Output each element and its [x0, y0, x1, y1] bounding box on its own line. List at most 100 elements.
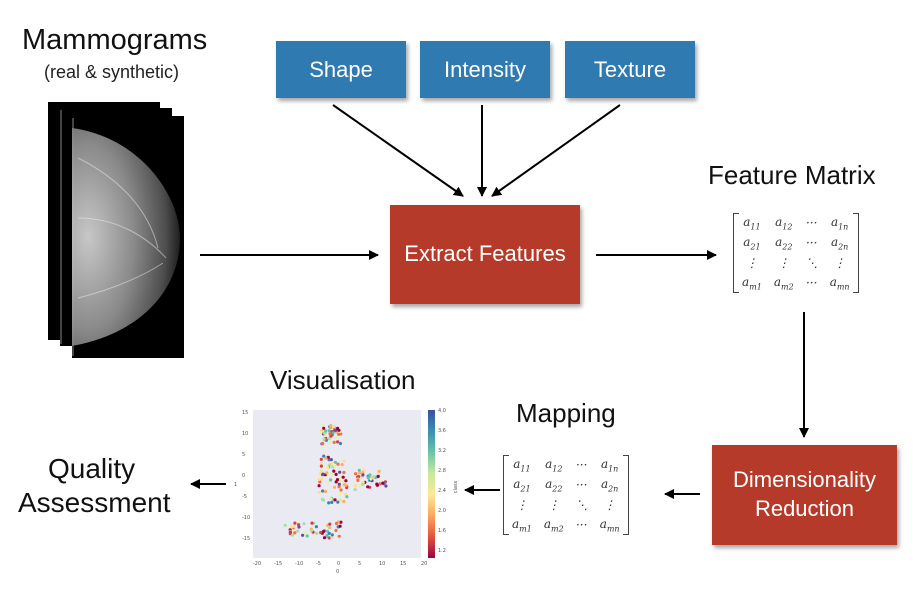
- plot-x-tick: 20: [421, 561, 428, 567]
- scatter-point: [321, 441, 325, 446]
- scatter-point: [344, 479, 348, 483]
- visualisation-title: Visualisation: [270, 365, 416, 395]
- scatter-point: [330, 533, 334, 537]
- scatter-point: [330, 500, 334, 504]
- scatter-point: [329, 478, 333, 482]
- scatter-point: [320, 477, 324, 481]
- scatter-plot: [253, 410, 421, 558]
- scatter-point: [322, 536, 327, 540]
- scatter-point: [329, 458, 333, 462]
- scatter-point: [338, 524, 342, 528]
- plot-y-tick: -10: [242, 515, 251, 521]
- scatter-point: [345, 486, 349, 490]
- scatter-point: [327, 501, 331, 505]
- scatter-point: [336, 462, 340, 466]
- scatter-point: [342, 470, 346, 475]
- shape-box: Shape: [276, 41, 406, 98]
- scatter-point: [329, 497, 333, 501]
- scatter-point: [325, 534, 329, 539]
- plot-x-tick: -5: [316, 561, 321, 567]
- scatter-point: [334, 472, 338, 476]
- scatter-point: [321, 472, 325, 476]
- mammograms-title: Mammograms: [22, 24, 208, 56]
- scatter-point: [328, 440, 332, 444]
- plot-x-tick: 0: [337, 561, 341, 567]
- scatter-point: [326, 466, 330, 470]
- plot-y-tick: 15: [242, 410, 249, 416]
- scatter-point: [369, 477, 373, 481]
- arrow-shape-to-extract: [332, 104, 464, 197]
- scatter-point: [318, 480, 322, 484]
- scatter-point: [323, 489, 328, 494]
- scatter-point: [331, 425, 336, 429]
- scatter-point: [344, 483, 348, 487]
- texture-box: Texture: [565, 41, 695, 98]
- scatter-point: [336, 440, 340, 444]
- intensity-label: Intensity: [444, 56, 526, 82]
- scatter-point: [322, 437, 326, 441]
- scatter-point: [321, 498, 326, 502]
- mammograms-subtitle: (real & synthetic): [44, 62, 180, 82]
- scatter-point: [340, 463, 344, 467]
- scatter-point: [326, 455, 330, 459]
- scatter-point: [297, 523, 301, 527]
- colorbar-tick: 2.8: [438, 468, 446, 474]
- scatter-point: [296, 529, 300, 533]
- plot-y-tick: -5: [242, 494, 247, 500]
- scatter-point: [325, 471, 329, 475]
- dimred-line1: Dimensionality: [732, 467, 877, 493]
- scatter-point: [381, 481, 385, 485]
- extract-features-label: Extract Features: [404, 241, 566, 267]
- mapping-title: Mapping: [516, 398, 616, 428]
- scatter-point: [303, 530, 307, 535]
- scatter-point: [315, 531, 319, 535]
- scatter-point: [283, 523, 287, 527]
- scatter-points: [283, 423, 388, 540]
- mammogram-image-stack: [48, 102, 184, 358]
- scatter-point: [334, 528, 338, 533]
- scatter-point: [309, 529, 313, 533]
- scatter-point: [301, 533, 305, 537]
- scatter-point: [337, 485, 341, 489]
- scatter-point: [319, 462, 323, 466]
- scatter-point: [327, 524, 331, 529]
- scatter-point: [293, 531, 297, 535]
- scatter-point: [319, 530, 323, 535]
- scatter-point: [342, 499, 346, 504]
- colorbar-tick: 2.0: [438, 508, 446, 514]
- scatter-point: [376, 474, 380, 478]
- scatter-point: [338, 492, 342, 496]
- scatter-point: [332, 469, 336, 473]
- scatter-point: [336, 426, 340, 430]
- scatter-point: [292, 524, 296, 528]
- scatter-point: [317, 484, 321, 488]
- scatter-point: [337, 432, 341, 436]
- plot-x-tick: -15: [274, 561, 283, 567]
- scatter-point: [333, 498, 337, 502]
- dimensionality-reduction-box: Dimensionality Reduction: [712, 445, 897, 545]
- plot-y-tick: -15: [242, 536, 251, 542]
- scatter-point: [314, 525, 318, 529]
- scatter-point: [361, 470, 365, 474]
- scatter-point: [324, 456, 328, 460]
- scatter-point: [378, 482, 382, 486]
- texture-label: Texture: [593, 56, 667, 82]
- scatter-point: [366, 485, 370, 489]
- scatter-point: [332, 440, 336, 444]
- scatter-point: [333, 464, 337, 468]
- scatter-point: [372, 475, 376, 479]
- scatter-point: [357, 468, 361, 472]
- plot-y-tick: 0: [242, 473, 246, 479]
- colorbar-tick: 2.4: [438, 488, 446, 494]
- scatter-point: [321, 529, 326, 534]
- scatter-point: [337, 482, 341, 486]
- scatter-point: [334, 436, 338, 440]
- scatter-point: [317, 477, 321, 481]
- scatter-point: [338, 441, 342, 446]
- scatter-point: [324, 429, 328, 433]
- extract-features-box: Extract Features: [390, 205, 580, 304]
- scatter-point: [356, 478, 360, 482]
- plot-y-tick: 5: [242, 452, 246, 458]
- scatter-point: [377, 469, 381, 473]
